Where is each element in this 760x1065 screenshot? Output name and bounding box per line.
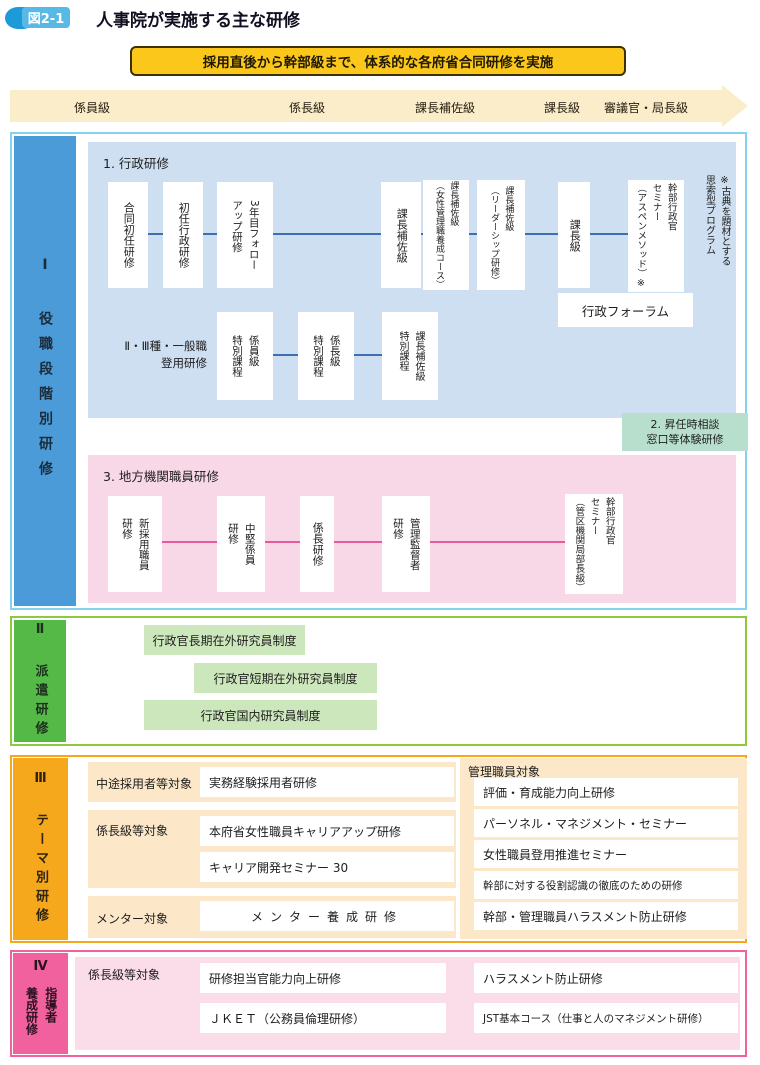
promotion-row-label: Ⅱ・Ⅲ種・一般職 登用研修 (124, 339, 207, 371)
level-arrow-head-icon (722, 85, 748, 127)
theme-box-harassment-prevention: 幹部・管理職員ハラスメント防止研修 (474, 902, 738, 930)
theme-box-women-promotion: 女性職員登用推進セミナー (474, 840, 738, 868)
training-box-kacho: 課長級 (558, 182, 590, 288)
theme-box-jitsumu-keiken: 実務経験採用者研修 (200, 767, 454, 797)
dispatch-box-long-term-overseas: 行政官長期在外研究員制度 (144, 625, 305, 655)
training-box-godo-shonin: 合同初任研修 (108, 182, 148, 288)
training-box-kanbu-seminar: 幹部行政官 セミナー （アスペンメソッド）※ (628, 180, 684, 292)
section-4-sidebar-label: 指導者 養成研修 (24, 987, 58, 1035)
section-4-sidebar-numeral: Ⅳ (33, 959, 48, 974)
section-1-sidebar: Ⅰ 役職段階別研修 (14, 136, 76, 606)
theme-box-career-seminar-30: キャリア開発セミナー 30 (200, 852, 454, 882)
section-2-frame (10, 616, 747, 746)
aspen-method-note: ※古典を題材とする 思索型プログラム (703, 175, 731, 266)
promotion-box-kakaricho: 係長級 特別課程 (298, 312, 354, 400)
theme-box-women-career-up: 本府省女性職員キャリアアップ研修 (200, 816, 454, 846)
theme-box-kanbu-role: 幹部に対する役割認識の徹底のための研修 (474, 871, 738, 899)
theme-box-hyoka-ikusei: 評価・育成能力向上研修 (474, 778, 738, 806)
training-box-3rd-year-followup: 3年目フォロー アップ研修 (217, 182, 273, 288)
promotion-box-kachohosa: 課長補佐級 特別課程 (382, 312, 438, 400)
theme-group-mid-career-label: 中途採用者等対象 (96, 777, 193, 791)
training-box-josei-kanrishoku: 課長補佐級 （女性管理職養成コース） (423, 180, 469, 290)
instructor-box-jket: ＪＫＥＴ（公務員倫理研修） (200, 1003, 446, 1033)
training-box-shonin-gyosei: 初任行政研修 (163, 182, 203, 288)
consultation-training-box: 2. 昇任時相談 窓口等体験研修 (622, 413, 748, 451)
connector-line-pink (130, 541, 600, 543)
level-label-kachohosa: 課長補佐級 (414, 101, 476, 115)
admin-forum-box: 行政フォーラム (558, 293, 693, 327)
level-label-shingikan: 審議官・局長級 (603, 101, 689, 115)
section-2-sidebar: Ⅱ 派遣研修 (14, 620, 66, 742)
level-label-kakaricho: 係長級 (288, 101, 326, 115)
training-box-leadership: 課長補佐級 （リーダーシップ研修） (477, 180, 525, 290)
instructor-box-harassment: ハラスメント防止研修 (474, 963, 738, 993)
theme-group-managers-label: 管理職員対象 (468, 765, 541, 779)
summary-banner: 採用直後から幹部級まで、体系的な各府省合同研修を実施 (130, 46, 626, 76)
regional-box-mid-level: 中堅係員 研修 (217, 496, 265, 592)
regional-box-new-hire: 新採用職員 研修 (108, 496, 162, 592)
dispatch-box-domestic: 行政官国内研究員制度 (144, 700, 377, 730)
theme-group-mentor-label: メンター対象 (96, 912, 169, 926)
theme-box-personnel-management: パーソネル・マネジメント・セミナー (474, 809, 738, 837)
regional-training-heading: 3. 地方機関職員研修 (103, 469, 219, 484)
instructor-box-kenshu-tanto: 研修担当官能力向上研修 (200, 963, 446, 993)
regional-box-kanri-kantoku: 管理監督者 研修 (382, 496, 430, 592)
figure-badge: 図2-1 (22, 7, 70, 28)
theme-box-mentor-training: メンター養成研修 (200, 901, 454, 931)
promotion-box-kakari-in: 係員級 特別課程 (217, 312, 273, 400)
training-box-kachohosa: 課長補佐級 (381, 182, 421, 288)
dispatch-box-short-term-overseas: 行政官短期在外研究員制度 (194, 663, 377, 693)
level-label-kacho: 課長級 (543, 101, 581, 115)
instructor-box-jst: JST基本コース（仕事と人のマネジメント研修） (474, 1003, 738, 1033)
admin-training-heading: 1. 行政研修 (103, 156, 169, 171)
level-label-kakari-in: 係員級 (73, 101, 111, 115)
instructor-group-label: 係長級等対象 (88, 968, 161, 982)
section-3-sidebar: Ⅲ テーマ別研修 (13, 758, 68, 940)
regional-box-kakaricho: 係長研修 (300, 496, 334, 592)
level-arrow (10, 90, 722, 122)
section-4-sidebar: Ⅳ 指導者 養成研修 (13, 953, 68, 1054)
theme-group-kakaricho-label: 係長級等対象 (96, 824, 169, 838)
page-title: 人事院が実施する主な研修 (96, 11, 300, 31)
regional-box-kanbu-seminar: 幹部行政官 セミナー （管区機関局部長級） (565, 494, 623, 594)
